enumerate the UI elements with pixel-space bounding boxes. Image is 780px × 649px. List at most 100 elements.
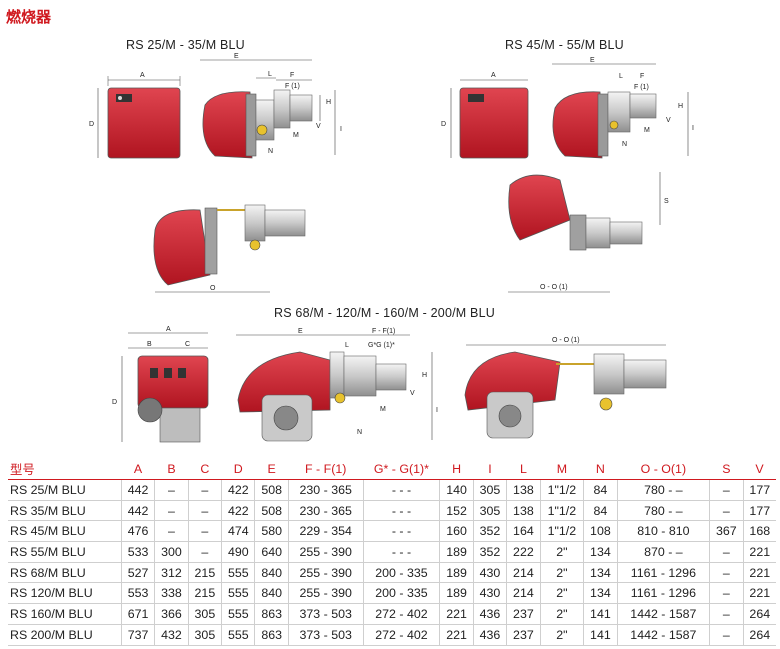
table-cell: - - - — [363, 500, 441, 522]
table-cell: 810 - 810 — [617, 520, 711, 543]
rs45-open-view: S O - O (1) — [508, 172, 669, 293]
table-cell: 221 — [743, 582, 776, 605]
table-cell: 422 — [221, 479, 256, 501]
table-cell: 870 - – — [617, 541, 711, 563]
dim-n-label-3: N — [357, 429, 362, 436]
dim-f-label: F — [290, 72, 294, 79]
table-cell: 1442 - 1587 — [617, 603, 711, 625]
dim-e-label-2: E — [590, 57, 595, 64]
model-name-cell: RS 160/M BLU — [8, 603, 122, 625]
dim-d-label: D — [89, 121, 94, 128]
table-cell: 141 — [583, 603, 618, 625]
diagram-title-rs68-200: RS 68/M - 120/M - 160/M - 200/M BLU — [274, 306, 495, 320]
table-cell: 200 - 335 — [363, 582, 441, 605]
col-v: V — [743, 459, 776, 480]
table-cell: 221 — [743, 562, 776, 584]
dim-h-label-2: H — [678, 103, 683, 110]
table-cell: – — [709, 582, 744, 605]
table-cell: 1"1/2 — [540, 520, 585, 543]
col-h: H — [439, 459, 474, 480]
dim-h-label: H — [326, 99, 331, 106]
table-cell: 200 - 335 — [363, 562, 441, 584]
table-cell: 476 — [121, 520, 156, 543]
table-cell: 555 — [221, 582, 256, 605]
table-cell: – — [154, 479, 189, 501]
dim-f1-label: F (1) — [285, 83, 300, 90]
table-cell: 2" — [540, 541, 585, 563]
table-cell: 840 — [254, 562, 289, 584]
table-cell: 2" — [540, 582, 585, 605]
dim-b-label: B — [147, 341, 152, 348]
dim-l-label: L — [268, 71, 272, 78]
dim-d-label-2: D — [441, 121, 446, 128]
dim-oo1-label: O - O (1) — [540, 284, 568, 291]
table-cell: 215 — [188, 562, 223, 584]
table-cell: 366 — [154, 603, 189, 625]
table-cell: 508 — [254, 500, 289, 522]
table-cell: 138 — [506, 479, 541, 501]
dim-v-label-2: V — [666, 117, 671, 124]
table-cell: – — [709, 603, 744, 625]
table-cell: 305 — [188, 603, 223, 625]
col-m: M — [540, 459, 584, 480]
table-cell: 237 — [506, 603, 541, 625]
model-name-cell: RS 68/M BLU — [8, 562, 122, 584]
dim-l-label-2: L — [619, 73, 623, 80]
table-cell: 367 — [709, 520, 744, 543]
table-cell: 152 — [439, 500, 474, 522]
table-cell: 221 — [439, 624, 474, 646]
table-cell: 555 — [221, 624, 256, 646]
dim-d-label-3: D — [112, 399, 117, 406]
dim-n-label: N — [268, 148, 273, 155]
table-cell: 221 — [743, 541, 776, 563]
table-cell: – — [709, 479, 744, 501]
table-cell: 237 — [506, 624, 541, 646]
table-cell: 2" — [540, 562, 585, 584]
col-l: L — [506, 459, 541, 480]
dim-m-label-3: M — [380, 406, 386, 413]
table-cell: 84 — [583, 479, 618, 501]
spec-table: 型号 A B C D E F - F(1) G* - G(1)* H I L M… — [8, 459, 776, 646]
table-cell: 442 — [121, 479, 156, 501]
table-cell: – — [188, 520, 223, 543]
table-cell: - - - — [363, 520, 441, 543]
table-cell: 221 — [439, 603, 474, 625]
table-cell: 352 — [473, 520, 508, 543]
dim-n-label-2: N — [622, 141, 627, 148]
col-e: E — [254, 459, 289, 480]
table-cell: 305 — [188, 624, 223, 646]
page-title: 燃烧器 — [6, 9, 52, 26]
dim-f1-label-2: F (1) — [634, 84, 649, 91]
table-cell: 432 — [154, 624, 189, 646]
col-b: B — [154, 459, 189, 480]
table-cell: 214 — [506, 562, 541, 584]
dim-a-label-2: A — [491, 72, 496, 79]
table-cell: 305 — [473, 479, 508, 501]
dim-i-label-2: I — [692, 125, 694, 132]
rs25-open-view: O — [153, 204, 306, 293]
dim-e-label: E — [234, 53, 239, 60]
rs25-side-view: E L F F (1) H I V M N — [200, 53, 342, 159]
diagram-title-rs45-55: RS 45/M - 55/M BLU — [505, 38, 624, 52]
table-cell: 272 - 402 — [363, 603, 441, 625]
table-cell: 255 - 390 — [288, 582, 364, 605]
table-cell: - - - — [363, 479, 441, 501]
col-i: I — [473, 459, 507, 480]
dim-a-label: A — [140, 72, 145, 79]
col-model: 型号 — [8, 459, 122, 480]
dim-l-label-3: L — [345, 342, 349, 349]
model-name-cell: RS 35/M BLU — [8, 500, 122, 522]
table-cell: – — [188, 479, 223, 501]
model-name-cell: RS 45/M BLU — [8, 520, 122, 543]
table-cell: 164 — [506, 520, 541, 543]
table-cell: 780 - – — [617, 500, 711, 522]
table-cell: 527 — [121, 562, 156, 584]
table-cell: – — [709, 541, 744, 563]
table-cell: – — [154, 500, 189, 522]
